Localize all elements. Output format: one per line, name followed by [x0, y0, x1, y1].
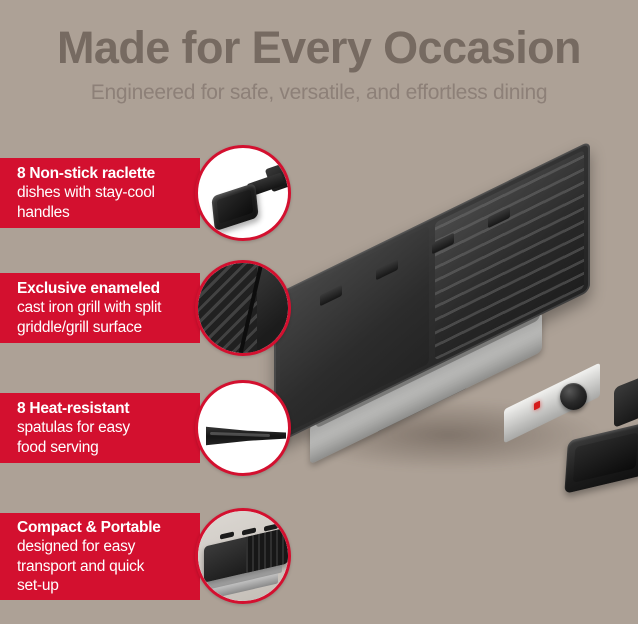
plate-ridged-grill-half	[435, 149, 584, 361]
feature-text-4: Compact & Portable designed for easy tra…	[17, 518, 161, 596]
feature-banner-2: Exclusive enameled cast iron grill with …	[0, 273, 200, 343]
feature-item-2: Exclusive enameled cast iron grill with …	[0, 260, 300, 369]
feature-rest-line: set-up	[17, 577, 59, 594]
feature-rest-line: food serving	[17, 438, 99, 456]
feature-lead-4: Compact & Portable	[17, 518, 161, 536]
dish-body	[564, 422, 638, 494]
iron-ridged-half	[198, 263, 257, 353]
page-subtitle: Engineered for safe, versatile, and effo…	[90, 81, 548, 104]
compact-grill-icon	[198, 511, 288, 601]
feature-text-3: 8 Heat-resistant spatulas for easy food …	[17, 399, 130, 458]
feature-badge-2	[195, 260, 291, 356]
dish-well	[572, 432, 638, 483]
raclette-dish-icon	[198, 148, 288, 238]
cast-iron-surface-icon	[198, 263, 288, 353]
raclette-dish-edge	[614, 371, 638, 429]
feature-lead-3: 8 Heat-resistant	[17, 399, 130, 417]
feature-rest-line: transport and quick	[17, 557, 145, 575]
feature-text-1: 8 Non-stick raclette dishes with stay-co…	[17, 164, 155, 223]
feature-item-4: Compact & Portable designed for easy tra…	[0, 508, 300, 613]
feature-lead-1: 8 Non-stick raclette	[17, 164, 155, 182]
feature-rest-line: dishes with stay-cool	[17, 184, 155, 202]
feature-rest-line: cast iron grill with split	[17, 299, 162, 317]
feature-text-2: Exclusive enameled cast iron grill with …	[17, 279, 162, 338]
feature-rest-line: handles	[17, 203, 70, 221]
feature-badge-3	[195, 380, 291, 476]
header: Made for Every Occasion Engineered for s…	[0, 0, 638, 120]
feature-banner-3: 8 Heat-resistant spatulas for easy food …	[0, 393, 200, 463]
feature-badge-1	[195, 145, 291, 241]
feature-item-1: 8 Non-stick raclette dishes with stay-co…	[0, 145, 300, 254]
raclette-dish-loose	[564, 422, 638, 494]
temperature-control-knob[interactable]	[560, 383, 587, 410]
product-image	[264, 140, 638, 520]
feature-item-3: 8 Heat-resistant spatulas for easy food …	[0, 380, 300, 489]
feature-banner-1: 8 Non-stick raclette dishes with stay-co…	[0, 158, 200, 228]
spatula-icon	[198, 383, 288, 473]
feature-banner-4: Compact & Portable designed for easy tra…	[0, 513, 200, 600]
page-title: Made for Every Occasion	[57, 22, 582, 73]
feature-lead-2: Exclusive enameled	[17, 279, 160, 297]
feature-rest-line: griddle/grill surface	[17, 318, 142, 336]
feature-badge-4	[195, 508, 291, 604]
feature-rest-line: designed for easy	[17, 538, 136, 555]
dish-pan	[211, 182, 259, 232]
feature-rest-line: spatulas for easy	[17, 419, 130, 437]
